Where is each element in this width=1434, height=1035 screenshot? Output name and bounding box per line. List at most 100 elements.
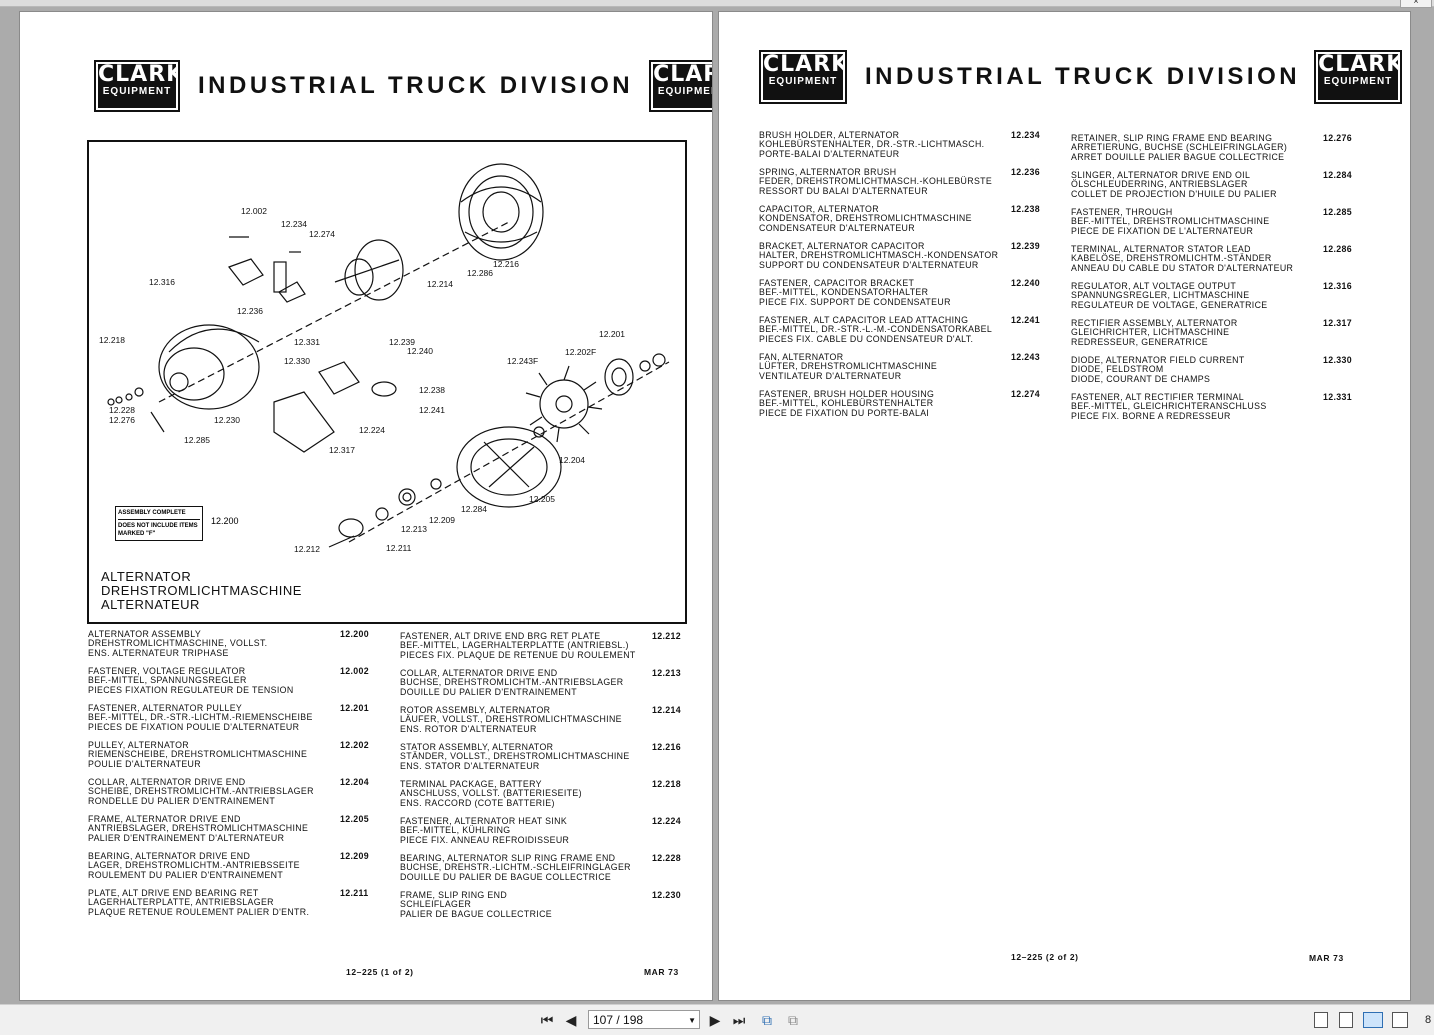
part-description-line: PALIER DE BAGUE COLLECTRICE	[400, 908, 553, 919]
part-description-line: PULLEY, ALTERNATOR	[88, 740, 189, 750]
figure-caption: ALTERNATOR DREHSTROMLICHTMASCHINE ALTERN…	[101, 569, 302, 612]
part-number: 12.213	[652, 668, 682, 678]
part-description-line: PIECES FIX. CABLE DU CONDENSATEUR D'ALT.	[759, 333, 974, 344]
svg-text:12.238: 12.238	[419, 385, 445, 395]
part-description-line: PIECE FIX. BORNE A REDRESSEUR	[1071, 410, 1231, 421]
svg-text:12.241: 12.241	[419, 405, 445, 415]
part-description-line: PIECES FIX. PLAQUE DE RETENUE DU ROULEME…	[400, 649, 636, 660]
part-description-line: KABELÖSE, DREHSTROMLICHTM.-STÄNDER	[1071, 253, 1272, 264]
close-icon[interactable]: ×	[1400, 0, 1432, 8]
assembly-ref-number: 12.200	[211, 516, 239, 526]
previous-page-icon[interactable]: ◀	[565, 1012, 577, 1028]
division-title: INDUSTRIAL TRUCK DIVISION	[198, 72, 634, 99]
part-description-line: ANSCHLUSS, VOLLST. (BATTERIESEITE)	[400, 788, 582, 799]
continuous-facing-view-icon[interactable]	[1392, 1012, 1408, 1028]
clark-logo: CLARK EQUIPMENT	[759, 50, 848, 104]
part-description-line: RESSORT DU BALAI D'ALTERNATEUR	[759, 185, 928, 196]
part-description-line: STATOR ASSEMBLY, ALTERNATOR	[400, 742, 554, 752]
last-page-icon[interactable]: ⏭	[732, 1012, 746, 1028]
part-description-line: LÜFTER, DREHSTROMLICHTMASCHINE	[759, 361, 938, 372]
part-description-line: POULIE D'ALTERNATEUR	[88, 758, 201, 769]
part-description-line: CONDENSATEUR D'ALTERNATEUR	[759, 222, 915, 233]
part-description-line: FASTENER, ALT DRIVE END BRG RET PLATE	[400, 631, 601, 641]
part-description-line: SCHEIBE, DREHSTROMLICHTM.-ANTRIEBSLAGER	[88, 786, 314, 797]
svg-text:12.317: 12.317	[329, 445, 355, 455]
part-number: 12.002	[340, 666, 370, 676]
part-description-line: PALIER D'ENTRAINEMENT D'ALTERNATEUR	[88, 832, 285, 843]
part-description-line: LÄUFER, VOLLST., DREHSTROMLICHTMASCHINE	[400, 714, 622, 725]
go-back-view-icon[interactable]: ⧉	[762, 1012, 772, 1028]
part-description-line: BEF.-MITTEL, LAGERHALTERPLATTE (ANTRIEBS…	[400, 640, 629, 651]
go-forward-view-icon[interactable]: ⧉	[788, 1012, 798, 1028]
svg-text:12.284: 12.284	[461, 504, 487, 514]
part-description-line: ROULEMENT DU PALIER D'ENTRAINEMENT	[88, 869, 284, 880]
svg-text:12.230: 12.230	[214, 415, 240, 425]
facing-pages-view-icon[interactable]	[1363, 1012, 1383, 1028]
assembly-note-box: ASSEMBLY COMPLETE DOES NOT INCLUDE ITEMS…	[115, 506, 203, 541]
svg-text:12.236: 12.236	[237, 306, 263, 316]
part-number: 12.316	[1323, 281, 1353, 291]
part-number: 12.224	[652, 816, 682, 826]
part-description-line: FASTENER, ALTERNATOR HEAT SINK	[400, 816, 568, 826]
page-footer-date: MAR 73	[1309, 953, 1344, 963]
part-number: 12.331	[1323, 392, 1353, 402]
part-description-line: BEF.-MITTEL, DR.-STR.-LICHTM.-RIEMENSCHE…	[88, 712, 313, 723]
svg-text:12.205: 12.205	[529, 494, 555, 504]
page-number-field[interactable]: 107 / 198 ▼	[588, 1010, 700, 1029]
part-description-line: PIECE DE FIXATION DE L'ALTERNATEUR	[1071, 225, 1254, 236]
page-header: CLARK EQUIPMENT INDUSTRIAL TRUCK DIVISIO…	[94, 60, 712, 112]
part-description-line: FRAME, SLIP RING END	[400, 890, 508, 900]
single-page-view-icon[interactable]	[1314, 1012, 1328, 1028]
part-description-line: ENS. STATOR D'ALTERNATEUR	[400, 760, 540, 771]
part-description-line: PIECES DE FIXATION POULIE D'ALTERNATEUR	[88, 721, 300, 732]
page-header: CLARK EQUIPMENT INDUSTRIAL TRUCK DIVISIO…	[759, 50, 1403, 104]
svg-text:12.211: 12.211	[386, 543, 412, 553]
chevron-down-icon[interactable]: ▼	[688, 1016, 696, 1025]
part-number: 12.214	[652, 705, 682, 715]
part-number: 12.317	[1323, 318, 1353, 328]
part-description-line: DREHSTROMLICHTMASCHINE, VOLLST.	[88, 638, 268, 649]
next-page-icon[interactable]: ▶	[709, 1012, 721, 1028]
continuous-view-icon[interactable]	[1339, 1012, 1353, 1028]
document-page-left: CLARK EQUIPMENT INDUSTRIAL TRUCK DIVISIO…	[19, 11, 713, 1001]
part-number: 12.284	[1323, 170, 1353, 180]
part-description-line: KONDENSATOR, DREHSTROMLICHTMASCHINE	[759, 213, 972, 224]
part-description-line: BRUSH HOLDER, ALTERNATOR	[759, 130, 900, 140]
part-number: 12.216	[652, 742, 682, 752]
part-description-line: GLEICHRICHTER, LICHTMASCHINE	[1071, 327, 1230, 338]
svg-text:12.331: 12.331	[294, 337, 320, 347]
first-page-icon[interactable]: ⏮	[540, 1012, 554, 1028]
part-description-line: ENS. ROTOR D'ALTERNATEUR	[400, 723, 537, 734]
part-description-line: DOUILLE DU PALIER DE BAGUE COLLECTRICE	[400, 871, 612, 882]
part-number: 12.205	[340, 814, 370, 824]
part-number: 12.236	[1011, 167, 1041, 177]
part-description-line: BEF.-MITTEL, KÜHLRING	[400, 825, 511, 836]
part-description-line: SLINGER, ALTERNATOR DRIVE END OIL	[1071, 170, 1251, 180]
part-description-line: PORTE-BALAI D'ALTERNATEUR	[759, 148, 900, 159]
part-description-line: FAN, ALTERNATOR	[759, 352, 844, 362]
svg-text:12.202F: 12.202F	[565, 347, 596, 357]
part-description-line: BEF.-MITTEL, KONDENSATORHALTER	[759, 287, 929, 298]
part-description-line: PLAQUE RETENUE ROULEMENT PALIER D'ENTR.	[88, 906, 310, 917]
part-number: 12.200	[340, 629, 370, 639]
svg-text:12.204: 12.204	[559, 455, 585, 465]
part-description-line: ROTOR ASSEMBLY, ALTERNATOR	[400, 705, 551, 715]
part-number: 12.276	[1323, 133, 1353, 143]
part-description-line: PIECE FIX. SUPPORT DE CONDENSATEUR	[759, 296, 951, 307]
part-number: 12.211	[340, 888, 369, 898]
part-number: 12.201	[340, 703, 370, 713]
svg-text:12.228: 12.228	[109, 405, 135, 415]
